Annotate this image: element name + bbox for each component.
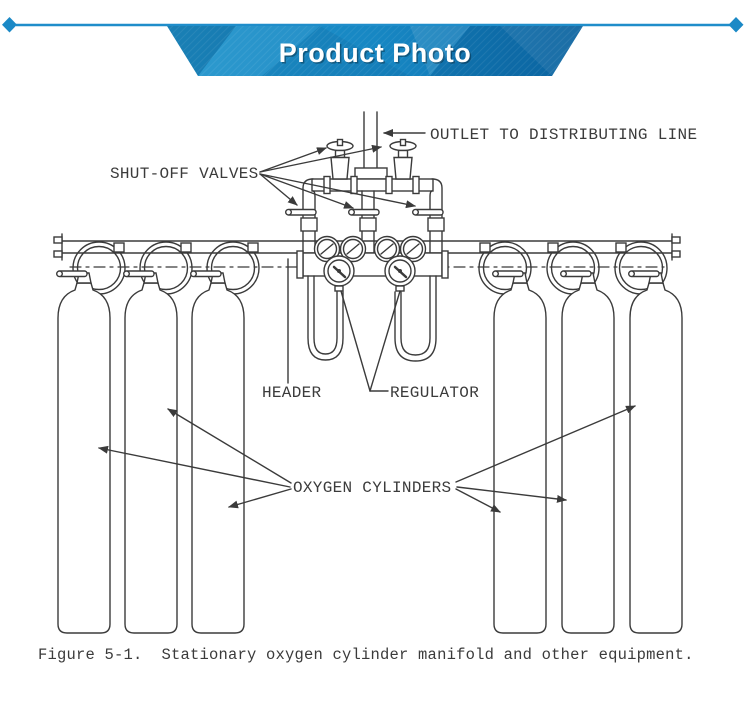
callout-header: HEADER [262, 258, 322, 402]
callout-shutoff-valves: SHUT-OFF VALVES [110, 144, 416, 209]
diamond-left-icon [2, 17, 17, 33]
banner-ribbon: Product Photo Product Photo [167, 26, 583, 76]
shut-off-valve [412, 208, 445, 232]
label-header: HEADER [262, 384, 322, 402]
regulator-loop [394, 275, 437, 362]
callout-outlet: OUTLET TO DISTRIBUTING LINE [383, 126, 697, 144]
oxygen-cylinder [56, 270, 111, 634]
header-fitting [113, 242, 125, 253]
banner-title-shadow: Product Photo [280, 40, 472, 70]
tee-fitting [354, 167, 388, 180]
oxygen-cylinder [560, 270, 615, 634]
manifold-assembly [285, 111, 449, 362]
header-fittings [113, 242, 627, 253]
pressure-gauge [339, 235, 367, 263]
oxygen-cylinder [492, 270, 547, 634]
oxygen-cylinder [122, 270, 178, 634]
header-fitting [247, 242, 259, 253]
oxygen-cylinder [628, 270, 683, 634]
banner-title: Product Photo [279, 38, 471, 68]
header-fitting [180, 242, 192, 253]
header-fitting [479, 242, 491, 253]
label-shutoff-valves: SHUT-OFF VALVES [110, 165, 259, 183]
shut-off-valve [348, 208, 380, 232]
left-drop-pipe [302, 178, 316, 254]
shut-off-valve [389, 138, 417, 180]
shut-off-valve [285, 208, 318, 232]
label-regulator: REGULATOR [390, 384, 479, 402]
pressure-gauge [373, 235, 401, 263]
figure-caption: Figure 5-1. Stationary oxygen cylinder m… [38, 646, 694, 664]
label-oxygen-cylinders: OXYGEN CYLINDERS [293, 479, 451, 497]
manifold-diagram: OUTLET TO DISTRIBUTING LINE SHUT-OFF VAL… [38, 111, 697, 664]
page-header-banner: Product Photo Product Photo [2, 17, 744, 76]
callout-regulator: REGULATOR [340, 290, 479, 402]
pressure-gauge [399, 235, 427, 263]
header-right-cap [671, 233, 681, 261]
header-left-cap [53, 233, 63, 261]
callout-oxygen-cylinders: OXYGEN CYLINDERS [98, 405, 636, 513]
shut-off-valve [326, 138, 354, 180]
regulator [323, 255, 355, 292]
header-fitting [615, 242, 627, 253]
label-outlet: OUTLET TO DISTRIBUTING LINE [430, 126, 697, 144]
regulator [384, 255, 416, 292]
diamond-right-icon [728, 17, 744, 33]
oxygen-cylinders-group [56, 270, 683, 634]
right-drop-pipe [429, 178, 443, 254]
regulator-loop [307, 275, 344, 361]
oxygen-cylinder [189, 270, 245, 634]
header-fitting [547, 242, 559, 253]
outlet-pipe [354, 111, 388, 180]
callouts: OUTLET TO DISTRIBUTING LINE SHUT-OFF VAL… [98, 126, 697, 513]
